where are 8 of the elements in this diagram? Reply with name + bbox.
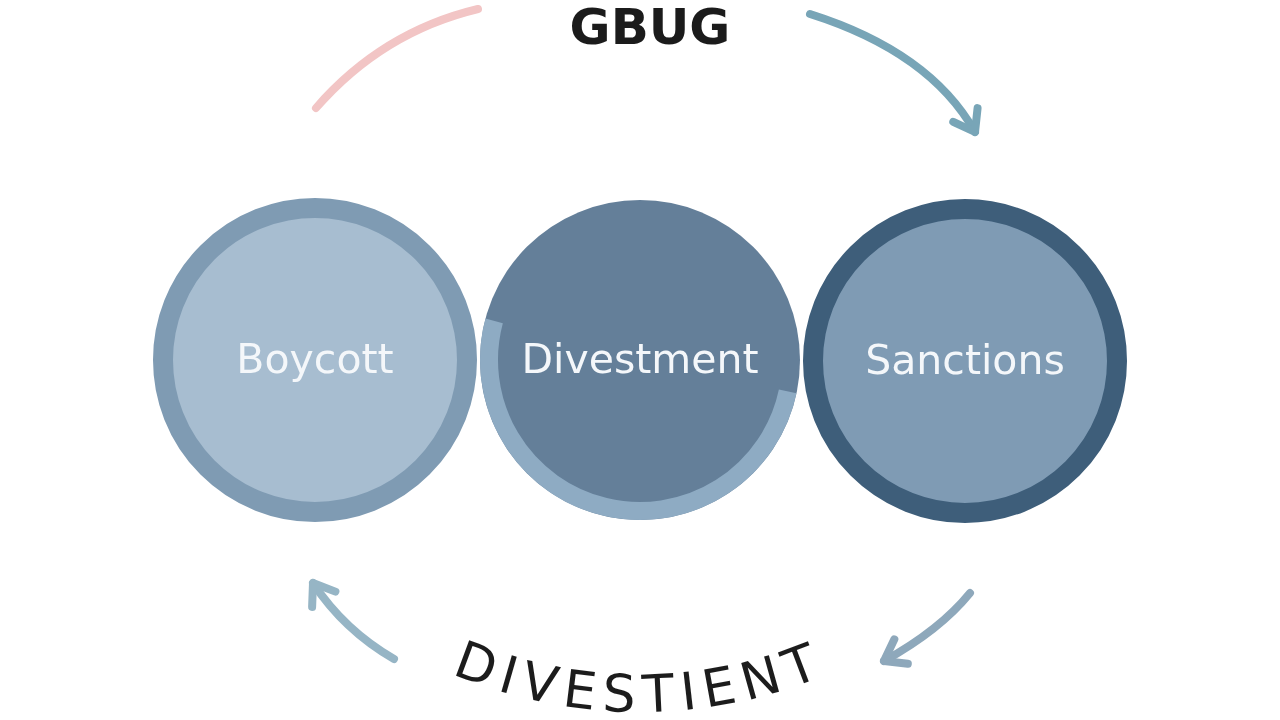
node-label: Sanctions: [865, 337, 1065, 385]
circle-node: [153, 198, 477, 522]
title-text: GBUG: [569, 0, 731, 56]
circle-node: [480, 200, 800, 520]
curved-label: DIVESTIENT: [447, 628, 833, 720]
node-label: Divestment: [521, 336, 759, 384]
node-label: Boycott: [236, 336, 394, 384]
circle-node: [803, 199, 1127, 523]
